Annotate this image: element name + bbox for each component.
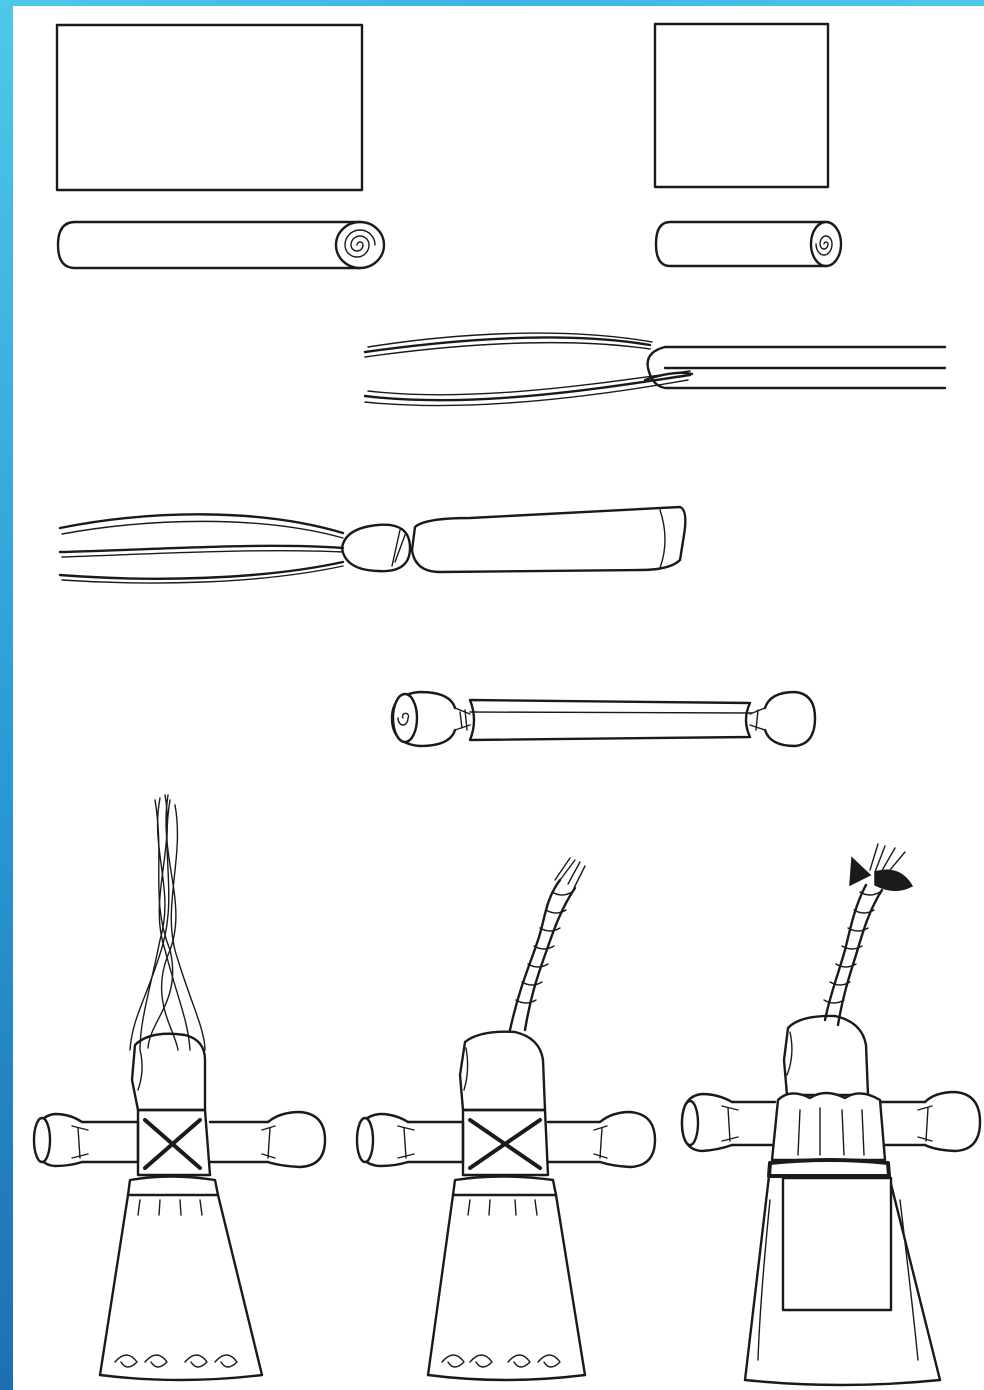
apron	[783, 1178, 891, 1310]
small-fabric-roll	[656, 222, 841, 266]
arm-roll	[392, 692, 815, 746]
doll-braid	[357, 858, 655, 1380]
straw-bundle-folded	[365, 333, 945, 405]
large-fabric-roll	[58, 222, 384, 268]
doll-bow-apron	[682, 844, 980, 1385]
straw-bundle-head	[60, 507, 685, 583]
small-fabric-square	[655, 24, 828, 187]
doll-loose-hair	[34, 795, 325, 1380]
large-fabric-rectangle	[57, 25, 362, 190]
